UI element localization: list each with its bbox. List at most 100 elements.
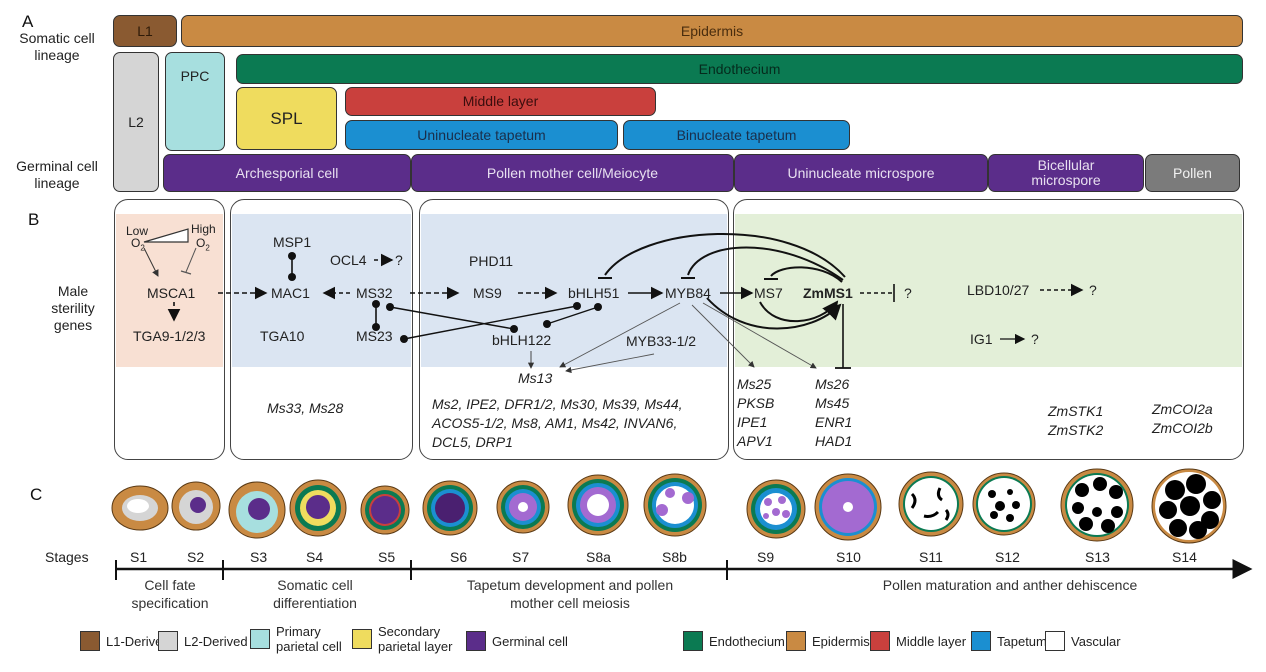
legend-label: Epidermis xyxy=(812,633,870,649)
gene-lbd10-27: LBD10/27 xyxy=(967,282,1030,298)
legend-l2-derived: L2-Derived xyxy=(158,631,248,651)
gene-low: Low xyxy=(126,224,149,238)
genes-box3-line3: DCL5, DRP1 xyxy=(432,434,513,450)
high-o2-label: O2 xyxy=(196,236,210,252)
gene-ms9: MS9 xyxy=(473,285,502,301)
phase-tapetum-meiosis: Tapetum development and pollen mother ce… xyxy=(466,577,674,611)
anther-s9-icon xyxy=(746,479,806,539)
legend-swatch xyxy=(786,631,806,651)
gene-ms26: Ms26 xyxy=(815,376,850,392)
anther-s13-icon xyxy=(1060,468,1134,542)
anther-s7-icon xyxy=(496,480,550,534)
legend-swatch xyxy=(250,629,270,649)
shade-box4 xyxy=(735,214,1242,367)
gene-ms25: Ms25 xyxy=(737,376,772,392)
legend-swatch xyxy=(870,631,890,651)
gene-zmcoi2a: ZmCOI2a xyxy=(1152,401,1213,417)
bar-bicellular-microspore: Bicellular microspore xyxy=(988,154,1144,192)
gene-enr1: ENR1 xyxy=(815,414,853,430)
legend-label: Middle layer xyxy=(896,633,967,649)
legend-swatch xyxy=(1045,631,1065,651)
stage-s1: S1 xyxy=(130,549,148,565)
gene-ms32: MS32 xyxy=(356,285,393,301)
gene-ocl4: OCL4 xyxy=(330,252,367,268)
gene-tga10: TGA10 xyxy=(260,328,305,344)
anther-s10-icon xyxy=(814,473,882,541)
panel-b-letter: B xyxy=(28,210,40,229)
lbd-target-unknown: ? xyxy=(1089,282,1097,298)
panel-a-letter: A xyxy=(22,12,34,31)
gene-high: High xyxy=(191,222,216,236)
stage-s5: S5 xyxy=(378,549,396,565)
genes-box3-line1: Ms2, IPE2, DFR1/2, Ms30, Ms39, Ms44, xyxy=(432,396,683,412)
high-o2-inhibit xyxy=(185,247,197,273)
stages-label: Stages xyxy=(45,549,89,565)
stage-box-1 xyxy=(114,199,225,460)
gene-msca1: MSCA1 xyxy=(147,285,196,301)
gene-ig1: IG1 xyxy=(970,331,993,347)
low-o2-label: O2 xyxy=(131,236,145,252)
shade-box3 xyxy=(421,214,727,367)
legend-swatch xyxy=(466,631,486,651)
legend-swatch xyxy=(683,631,703,651)
legend-label: Vascular xyxy=(1071,633,1121,649)
male-sterility-label: Male sterility genes xyxy=(51,283,95,333)
bar-spl: SPL xyxy=(236,87,337,150)
bar-binucleate-tapetum: Binucleate tapetum xyxy=(623,120,850,150)
stage-s8a: S8a xyxy=(586,549,611,565)
anther-s12-icon xyxy=(972,472,1036,536)
gene-apv1: APV1 xyxy=(737,433,773,449)
gene-zmcoi2b: ZmCOI2b xyxy=(1152,420,1213,436)
bar-l2: L2 xyxy=(113,52,159,192)
bar-pollen-mother-cell: Pollen mother cell/Meiocyte xyxy=(411,154,734,192)
anther-s1-icon xyxy=(111,485,169,531)
genes-box3-line2: ACOS5-1/2, Ms8, AM1, Ms42, INVAN6, xyxy=(432,415,678,431)
gene-bhlh122: bHLH122 xyxy=(492,332,552,348)
bar-middle-layer: Middle layer xyxy=(345,87,656,116)
anther-s6-icon xyxy=(422,480,478,536)
stage-s3: S3 xyxy=(250,549,268,565)
legend-middle-layer: Middle layer xyxy=(870,631,966,651)
legend-primary-parietal: Primary parietal cell xyxy=(250,624,356,654)
bar-uninucleate-microspore: Uninucleate microspore xyxy=(734,154,988,192)
bar-endothecium: Endothecium xyxy=(236,54,1243,84)
gene-ms7: MS7 xyxy=(754,285,783,301)
somatic-lineage-label: Somatic cell lineage xyxy=(19,30,95,63)
gene-zmstk2: ZmSTK2 xyxy=(1048,422,1104,438)
low-o2-arrow xyxy=(143,247,159,277)
anther-s5-icon xyxy=(360,485,410,535)
gene-ms13: Ms13 xyxy=(518,370,553,386)
anther-s3-icon xyxy=(228,481,286,539)
gene-zmstk1: ZmSTK1 xyxy=(1048,403,1104,419)
ig1-target-unknown: ? xyxy=(1031,331,1039,347)
stage-s9: S9 xyxy=(757,549,775,565)
gene-pksb: PKSB xyxy=(737,395,775,411)
phase-pollen-maturation: Pollen maturation and anther dehiscence xyxy=(882,577,1138,593)
legend-label: Germinal cell xyxy=(492,633,568,649)
legend-label: L1-Derived xyxy=(106,633,170,649)
stage-box-4 xyxy=(733,199,1244,460)
bar-uninucleate-tapetum: Uninucleate tapetum xyxy=(345,120,618,150)
gene-ms23: MS23 xyxy=(356,328,393,344)
genes-box2-below: Ms33, Ms28 xyxy=(267,400,344,416)
anther-s8b-icon xyxy=(643,473,707,537)
legend-label: Secondary parietal layer xyxy=(378,624,453,654)
legend-label: Tapetum xyxy=(997,633,1047,649)
o2-subscript: 2 xyxy=(140,243,145,253)
legend-germinal-cell: Germinal cell xyxy=(466,631,568,651)
anther-s14-icon xyxy=(1151,468,1227,544)
gene-phd11: PHD11 xyxy=(469,253,514,269)
legend-l1-derived: L1-Derived xyxy=(80,631,170,651)
bar-pollen: Pollen xyxy=(1145,154,1240,192)
legend-swatch xyxy=(971,631,991,651)
o2-text: O xyxy=(196,236,206,250)
stage-box-2 xyxy=(230,199,413,460)
bar-archesporial-cell: Archesporial cell xyxy=(163,154,411,192)
panel-c-letter: C xyxy=(30,485,43,504)
oxygen-gradient-triangle xyxy=(143,228,189,243)
bar-l1: L1 xyxy=(113,15,177,47)
legend-swatch xyxy=(80,631,100,651)
o2-subscript: 2 xyxy=(205,243,210,253)
stage-s11: S11 xyxy=(919,549,943,565)
